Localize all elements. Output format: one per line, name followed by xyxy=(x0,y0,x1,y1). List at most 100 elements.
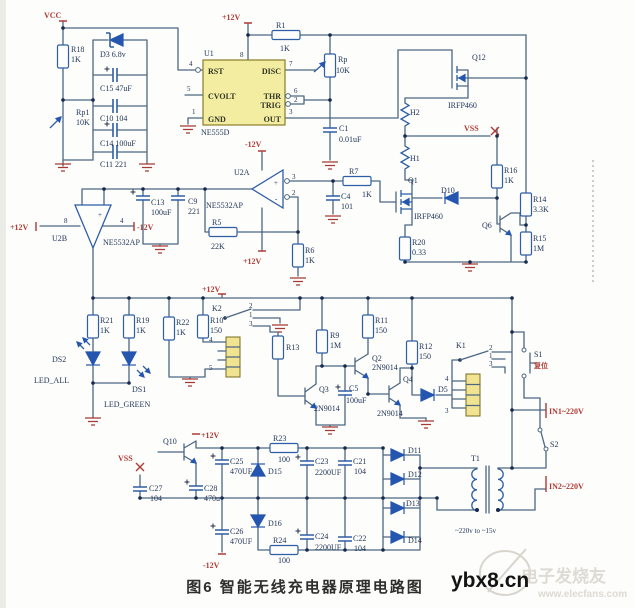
label-c13-v: 100uF xyxy=(151,208,172,217)
ground-icon xyxy=(289,277,307,286)
label-n12-u2a: -12V xyxy=(245,140,262,149)
label-c14: C14 100uF xyxy=(100,139,136,148)
connector-header-1 xyxy=(217,336,241,378)
label-k1: K1 xyxy=(456,341,466,350)
label-r5-v: 22K xyxy=(211,242,225,251)
label-c9-v: 221 xyxy=(188,207,200,216)
relay-k2-contact-icon xyxy=(223,308,252,320)
label-r10-v: 150 xyxy=(210,326,222,335)
transistor-q3-icon xyxy=(304,383,317,409)
label-c4-v: 101 xyxy=(341,202,353,211)
label-s1: S1 xyxy=(534,350,542,359)
label-r19: R19 xyxy=(136,316,149,325)
watermark-circle-icon xyxy=(479,550,531,596)
diode-d15-icon xyxy=(250,463,266,477)
watermark-swoosh-icon xyxy=(487,548,527,593)
ground-icon xyxy=(271,324,289,333)
label-rp-v: 10K xyxy=(336,66,350,75)
label-r20: R20 xyxy=(412,238,425,247)
label-disc: DISC xyxy=(262,67,281,76)
ground-icon xyxy=(417,420,435,429)
label-r9-v: 1M xyxy=(330,341,341,350)
label-c23: C23 xyxy=(315,457,328,466)
label-ds1-name: LED_GREEN xyxy=(104,400,150,409)
resistor-r23-body xyxy=(269,442,299,454)
label-r23-v: 100 xyxy=(278,455,290,464)
label-d16: D16 xyxy=(268,519,282,528)
watermark-url: www.elecfans.com xyxy=(537,589,627,600)
potentiometer-rp-body xyxy=(323,53,337,78)
label-r19-v: 1K xyxy=(136,326,146,335)
pin-bubble-icon xyxy=(284,178,290,184)
diode-d13-icon xyxy=(390,501,405,515)
label-u1: U1 xyxy=(204,49,214,58)
label-q3: Q3 xyxy=(319,385,329,394)
label-c15: C15 47uF xyxy=(100,84,132,93)
resistor-r14-body xyxy=(519,192,533,217)
label-rp1: Rp1 xyxy=(76,108,89,117)
pin-k2-3: 3 xyxy=(249,320,253,328)
label-r18: R18 xyxy=(71,45,84,54)
cap-c4-icon xyxy=(325,195,341,201)
resistor-r20-body xyxy=(398,236,412,261)
label-ne555d: NE555D xyxy=(201,128,230,137)
led-ds2-arrows-icon xyxy=(76,337,91,350)
label-in2: IN2~220V xyxy=(549,482,584,491)
wires-right-top xyxy=(404,34,527,265)
label-c22-v: 104 xyxy=(354,544,366,553)
label-r1: R1 xyxy=(276,21,285,30)
label-r7-v: 1K xyxy=(362,190,372,199)
ground-icon xyxy=(181,378,199,387)
pin-4: 4 xyxy=(189,60,193,68)
label-c1: C1 xyxy=(339,124,348,133)
pin-u2b-4: 4 xyxy=(120,217,124,225)
label-d10: D10 xyxy=(441,186,455,195)
wires-top-left xyxy=(62,21,204,167)
cap-c14-icon xyxy=(112,122,118,138)
label-r22-v: 1K xyxy=(176,328,186,337)
label-c10: C10 104 xyxy=(100,114,127,123)
label-q1-part: IRFP460 xyxy=(414,212,443,221)
label-n12-u2b: -12V xyxy=(137,223,154,232)
label-c26: C26 xyxy=(230,527,243,536)
label-r18-v: 1K xyxy=(71,55,81,64)
pin-conn2-3: 3 xyxy=(445,407,449,415)
cap-c9-icon xyxy=(170,195,186,201)
pin-6: 6 xyxy=(294,87,298,95)
label-p12-u2b: +12V xyxy=(10,223,29,232)
ground-icon xyxy=(151,245,169,254)
pin-2: 2 xyxy=(294,96,298,104)
label-r6: R6 xyxy=(305,246,314,255)
ground-icon xyxy=(321,426,339,435)
ground-icon xyxy=(84,417,102,426)
footer: 图6 智能无线充电器原理电路图 电子发烧友 www.elecfans.com y… xyxy=(186,548,627,600)
label-ds2-name: LED_ALL xyxy=(34,376,69,385)
cap-c15-icon xyxy=(112,67,118,83)
label-k2: K2 xyxy=(212,304,222,313)
label-r14-v: 3.3K xyxy=(533,205,549,214)
label-c21: C21 xyxy=(353,457,366,466)
diode-d5-icon xyxy=(420,388,435,402)
opamp-minus: - xyxy=(275,195,278,203)
label-c21-v: 104 xyxy=(354,467,366,476)
label-vss-bottom: VSS xyxy=(118,454,133,463)
mosfet-q12-icon xyxy=(451,66,466,90)
label-d14: D14 xyxy=(408,536,422,545)
resistor-r18-body xyxy=(56,44,70,69)
label-u2b-part: NE5532AP xyxy=(103,238,140,247)
label-r10: R10 xyxy=(210,316,223,325)
wires-opamps xyxy=(39,151,397,299)
diode-d14-icon xyxy=(390,530,405,544)
resistor-r10-body xyxy=(196,314,210,339)
vss-x-icon xyxy=(135,126,500,472)
label-q1: Q1 xyxy=(408,176,418,185)
label-r12: R12 xyxy=(419,342,432,351)
label-c4: C4 xyxy=(341,192,350,201)
cap-c26-icon xyxy=(214,529,230,535)
cap-c24-icon xyxy=(299,534,315,540)
label-c9: C9 xyxy=(188,197,197,206)
cap-c22-icon xyxy=(337,536,353,542)
label-c5: C5 xyxy=(349,384,358,393)
transistor-q10-icon xyxy=(183,440,197,464)
label-c22: C22 xyxy=(353,534,366,543)
